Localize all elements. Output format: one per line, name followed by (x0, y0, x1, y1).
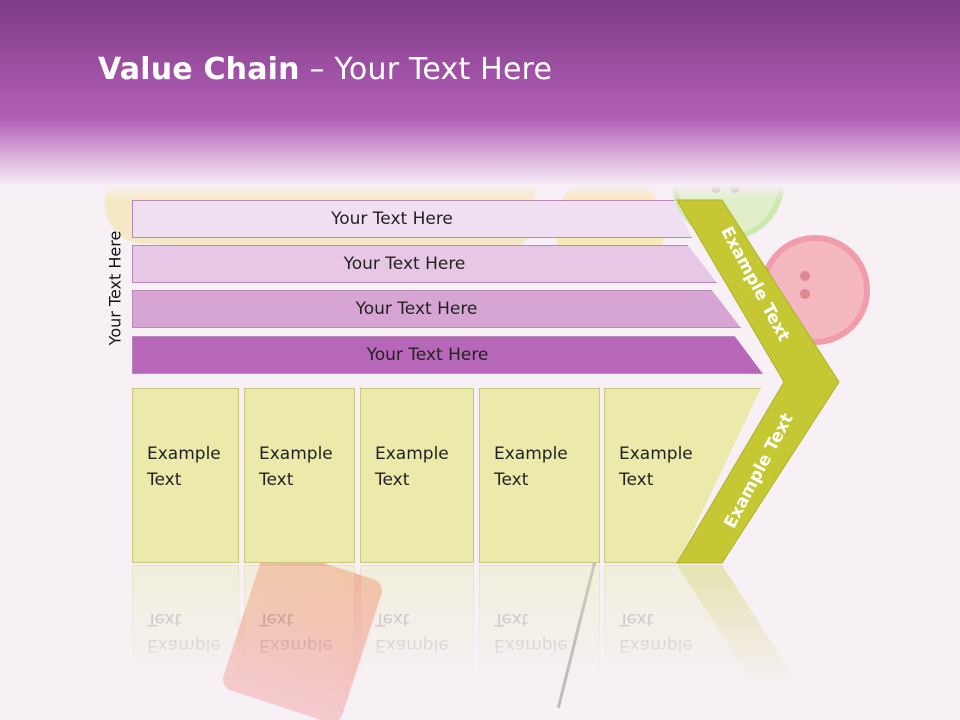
primary-box-2-line1: Example (259, 444, 333, 464)
reflection-chevron (677, 565, 810, 702)
primary-box-1-line2: Text (147, 470, 182, 490)
primary-box-3-line1: Example (375, 444, 449, 464)
primary-box-2: Example Text (244, 388, 355, 563)
primary-box-5-line1: Example (619, 444, 693, 464)
slide-title-bold: Value Chain (98, 52, 300, 87)
primary-box-1-line1: Example (147, 444, 221, 464)
support-bar-4-label: Your Text Here (366, 345, 489, 365)
slide-title: Value Chain – Your Text Here (98, 52, 552, 87)
support-bar-3-label: Your Text Here (355, 299, 478, 319)
primary-box-3: Example Text (360, 388, 474, 563)
support-bar-1-label: Your Text Here (331, 209, 453, 229)
primary-box-4: Example Text (479, 388, 600, 563)
support-bar-2: Your Text Here (132, 245, 717, 283)
primary-box-3-line2: Text (375, 470, 410, 490)
primary-box-4-line2: Text (494, 470, 529, 490)
support-bar-1: Your Text Here (132, 200, 692, 238)
primary-box-1: Example Text (132, 388, 239, 563)
support-bar-3: Your Text Here (132, 290, 741, 328)
slide-title-rest: – Your Text Here (299, 52, 553, 87)
primary-box-5-line2: Text (619, 470, 654, 490)
margin-chevron-shape (676, 199, 840, 564)
support-bar-4: Your Text Here (132, 336, 763, 374)
primary-box-4-line1: Example (494, 444, 568, 464)
support-bar-2-label: Your Text Here (343, 254, 466, 274)
header-band (0, 0, 960, 200)
primary-box-2-line2: Text (259, 470, 294, 490)
